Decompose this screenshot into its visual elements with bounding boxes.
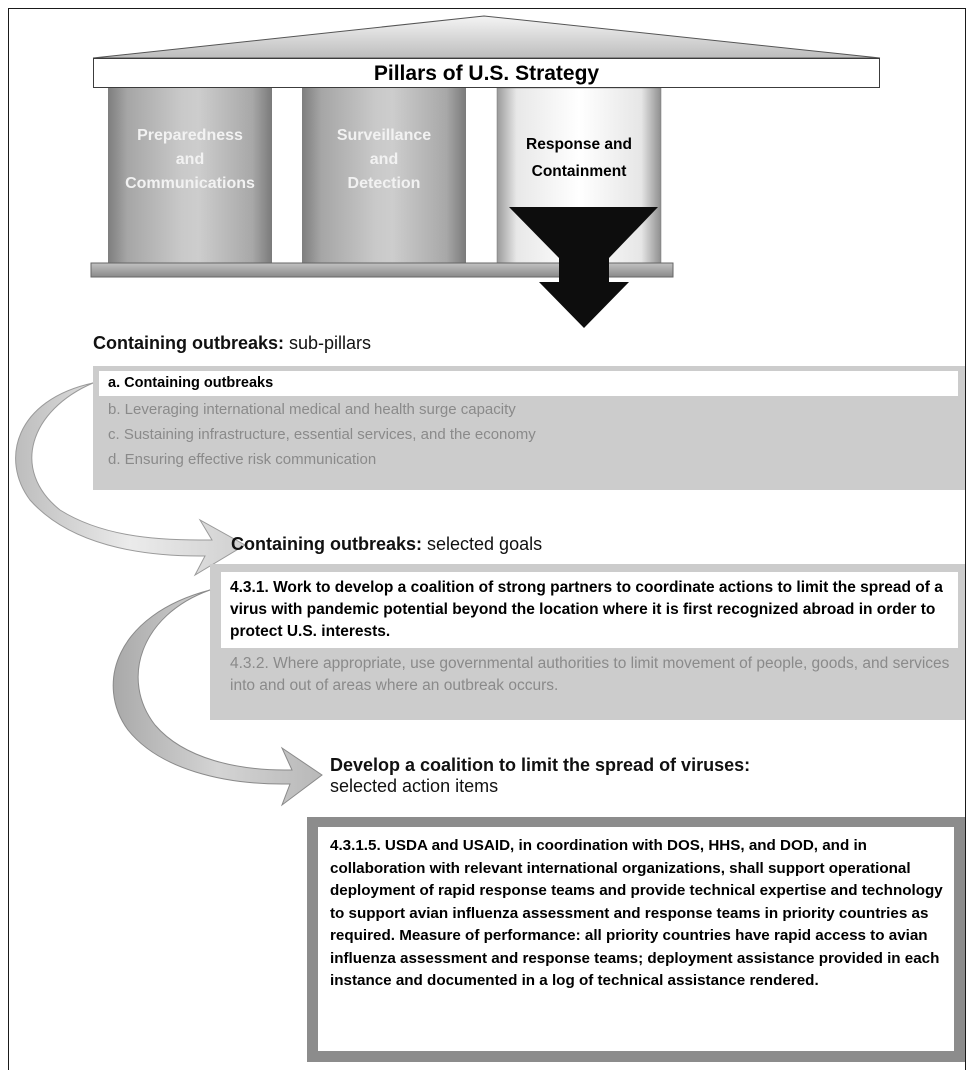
- action-item-text: 4.3.1.5. USDA and USAID, in coordination…: [330, 837, 943, 989]
- sub-pillars-heading: Containing outbreaks: sub-pillars: [93, 333, 693, 354]
- pillar-2-line-2: and: [369, 151, 399, 168]
- pillar-3-line-1: Response and: [526, 136, 632, 153]
- goal-4-3-2-text: 4.3.2. Where appropriate, use government…: [230, 655, 950, 694]
- pillar-3-line-2: Containment: [531, 163, 627, 180]
- pillar-label-response: Response and Containment: [497, 131, 661, 185]
- roof-pediment: [92, 15, 881, 59]
- action-item-4-3-1-5: 4.3.1.5. USDA and USAID, in coordination…: [318, 827, 954, 1051]
- pillar-column-2: [302, 88, 466, 263]
- pillar-2-line-1: Surveillance: [336, 127, 432, 144]
- goals-heading-rest: selected goals: [422, 534, 543, 554]
- pillars-title-banner: Pillars of U.S. Strategy: [93, 58, 880, 88]
- pillars-title: Pillars of U.S. Strategy: [373, 62, 600, 85]
- pillar-1-line-3: Communications: [125, 175, 255, 192]
- curved-arrow-1: [15, 382, 246, 577]
- goal-item-4-3-2: 4.3.2. Where appropriate, use government…: [230, 653, 958, 697]
- sub-pillar-item-d: d. Ensuring effective risk communication: [108, 451, 377, 468]
- sub-pillar-list: b. Leveraging international medical and …: [108, 397, 958, 472]
- actions-heading-rest: selected action items: [330, 776, 499, 796]
- figure-frame: [8, 8, 966, 1070]
- goal-4-3-1-text: 4.3.1. Work to develop a coalition of st…: [230, 579, 943, 640]
- goals-heading: Containing outbreaks: selected goals: [231, 534, 831, 555]
- pillar-column-1: [108, 88, 272, 263]
- sub-pillars-heading-bold: Containing outbreaks:: [93, 333, 285, 353]
- pillar-label-preparedness: Preparedness and Communications: [108, 124, 272, 196]
- black-down-arrow: [509, 207, 658, 328]
- pillar-2-line-3: Detection: [347, 175, 421, 192]
- sub-pillar-item-c: c. Sustaining infrastructure, essential …: [108, 426, 536, 443]
- sub-pillar-a-text: a. Containing outbreaks: [108, 375, 274, 391]
- sub-pillar-item-b: b. Leveraging international medical and …: [108, 401, 516, 418]
- pillar-1-line-2: and: [175, 151, 205, 168]
- pillar-1-line-1: Preparedness: [137, 127, 243, 144]
- pillar-label-surveillance: Surveillance and Detection: [302, 124, 466, 196]
- sub-pillar-item-a: a. Containing outbreaks: [99, 371, 958, 396]
- sub-pillars-heading-rest: sub-pillars: [284, 333, 372, 353]
- goals-heading-bold: Containing outbreaks:: [231, 534, 423, 554]
- actions-heading: Develop a coalition to limit the spread …: [330, 755, 930, 797]
- curved-arrow-2: [112, 589, 323, 807]
- pillar-base: [90, 262, 674, 278]
- goal-item-4-3-1: 4.3.1. Work to develop a coalition of st…: [221, 572, 958, 648]
- actions-heading-bold: Develop a coalition to limit the spread …: [330, 755, 751, 775]
